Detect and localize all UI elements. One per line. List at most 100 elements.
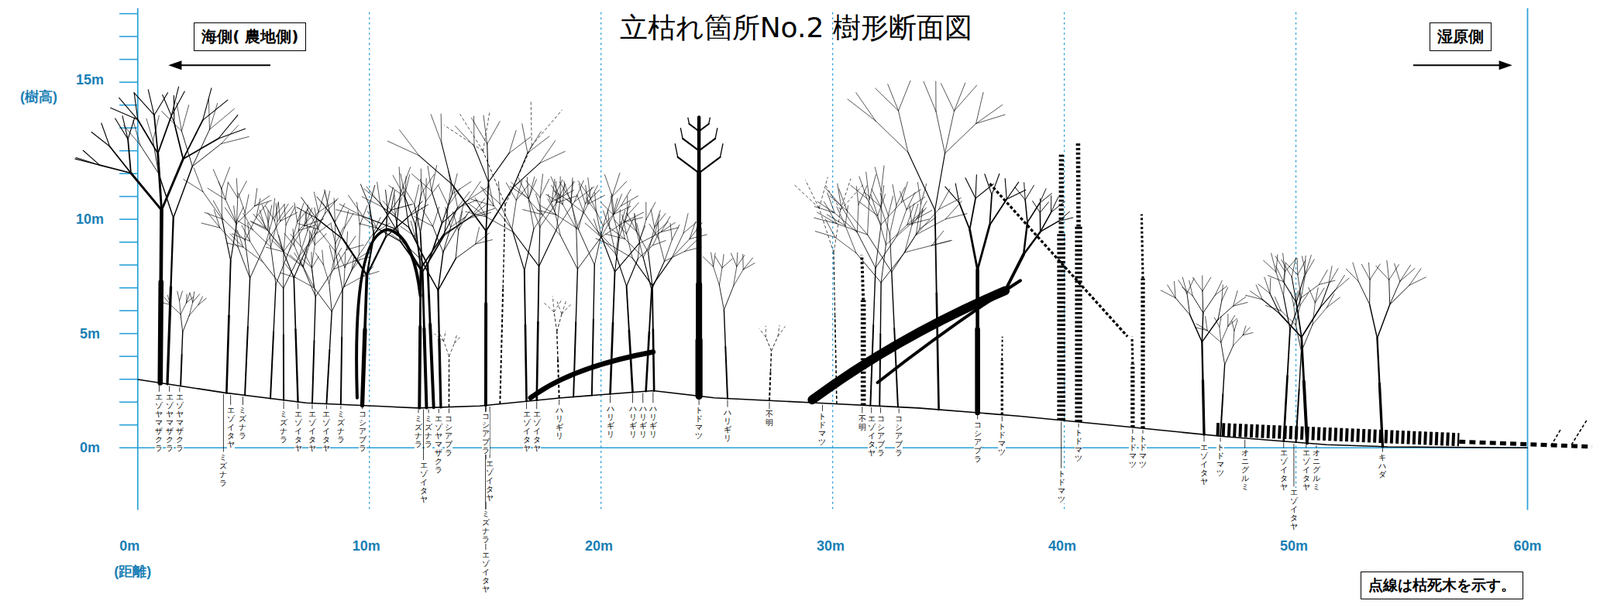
branch <box>236 178 238 198</box>
branch <box>560 235 578 269</box>
tick <box>119 81 138 83</box>
branch <box>634 213 637 231</box>
branch <box>904 224 912 252</box>
axis-label: (距離) <box>113 562 152 582</box>
branch <box>311 267 316 297</box>
species-label: ハリギリ <box>606 404 615 439</box>
species-label: エゾイタヤ <box>308 409 317 453</box>
direction-arrow <box>178 64 271 66</box>
branch <box>527 136 550 154</box>
branch <box>392 175 405 197</box>
branch <box>1245 295 1263 300</box>
branch <box>271 221 279 248</box>
species-label: コシアブラ <box>877 414 885 458</box>
branch <box>1203 295 1216 314</box>
branch <box>482 187 501 204</box>
branch <box>134 92 138 120</box>
trunk <box>295 330 298 403</box>
branch <box>919 217 936 230</box>
branch <box>906 192 916 210</box>
branch <box>1335 278 1349 290</box>
branch <box>467 186 490 201</box>
branch <box>512 163 541 189</box>
branch <box>167 295 171 305</box>
branch <box>1178 280 1188 294</box>
branch <box>1335 275 1345 290</box>
tick <box>119 424 138 427</box>
trunk <box>536 322 539 401</box>
branch <box>765 326 767 338</box>
branch <box>953 85 977 111</box>
branch <box>637 238 640 259</box>
trees <box>75 80 1593 448</box>
branch <box>1276 266 1284 283</box>
branch <box>648 227 655 253</box>
branch <box>330 224 336 245</box>
branch <box>300 246 312 268</box>
branch <box>223 219 245 241</box>
branch <box>1328 268 1339 286</box>
branch <box>1167 285 1176 299</box>
branch <box>698 157 720 174</box>
species-label: ミズナラ <box>238 406 247 441</box>
branch <box>540 174 543 198</box>
branch <box>189 292 193 303</box>
branch <box>1174 282 1177 299</box>
branch <box>557 300 562 314</box>
branch <box>892 184 897 206</box>
branch <box>452 212 458 231</box>
species-label: ハリギリ <box>629 404 637 439</box>
branch <box>366 237 386 276</box>
branch <box>487 121 500 145</box>
branch <box>1050 196 1052 213</box>
branch <box>1369 304 1378 339</box>
branch <box>344 252 347 269</box>
branch <box>274 220 281 247</box>
branch <box>527 131 541 154</box>
branch <box>1023 231 1041 255</box>
branch <box>590 198 603 227</box>
branch <box>127 117 135 140</box>
branch <box>277 203 289 221</box>
branch <box>419 155 452 185</box>
branch <box>889 205 897 234</box>
trunk <box>974 329 981 413</box>
branch <box>433 207 440 228</box>
branch <box>970 198 977 230</box>
species-label: ハリギリ <box>723 408 732 443</box>
branch <box>955 183 960 204</box>
tick <box>119 104 138 107</box>
leader-line <box>1078 423 1080 428</box>
branch <box>433 226 444 253</box>
trunk <box>160 282 162 383</box>
branch <box>917 182 921 205</box>
branch <box>859 176 868 200</box>
branch <box>282 251 284 290</box>
branch <box>361 196 383 208</box>
branch <box>420 178 427 202</box>
branch <box>438 331 444 342</box>
branch <box>814 206 835 214</box>
branch <box>546 194 564 205</box>
branch <box>420 201 427 233</box>
branch <box>553 299 563 313</box>
trunk <box>696 228 702 285</box>
branch <box>570 202 579 230</box>
branch <box>609 229 616 255</box>
branch <box>192 294 200 303</box>
branch <box>220 189 223 220</box>
branch <box>192 144 221 167</box>
dead-branch <box>1571 420 1587 446</box>
branch <box>283 256 300 289</box>
tick <box>119 287 138 290</box>
branch <box>611 196 614 215</box>
branch <box>252 230 271 248</box>
leader-line <box>1132 429 1133 434</box>
branch <box>989 199 1007 225</box>
branch <box>547 199 557 216</box>
branch <box>304 205 309 227</box>
branch <box>880 202 902 225</box>
branch <box>512 153 528 189</box>
leader-line <box>417 409 419 414</box>
